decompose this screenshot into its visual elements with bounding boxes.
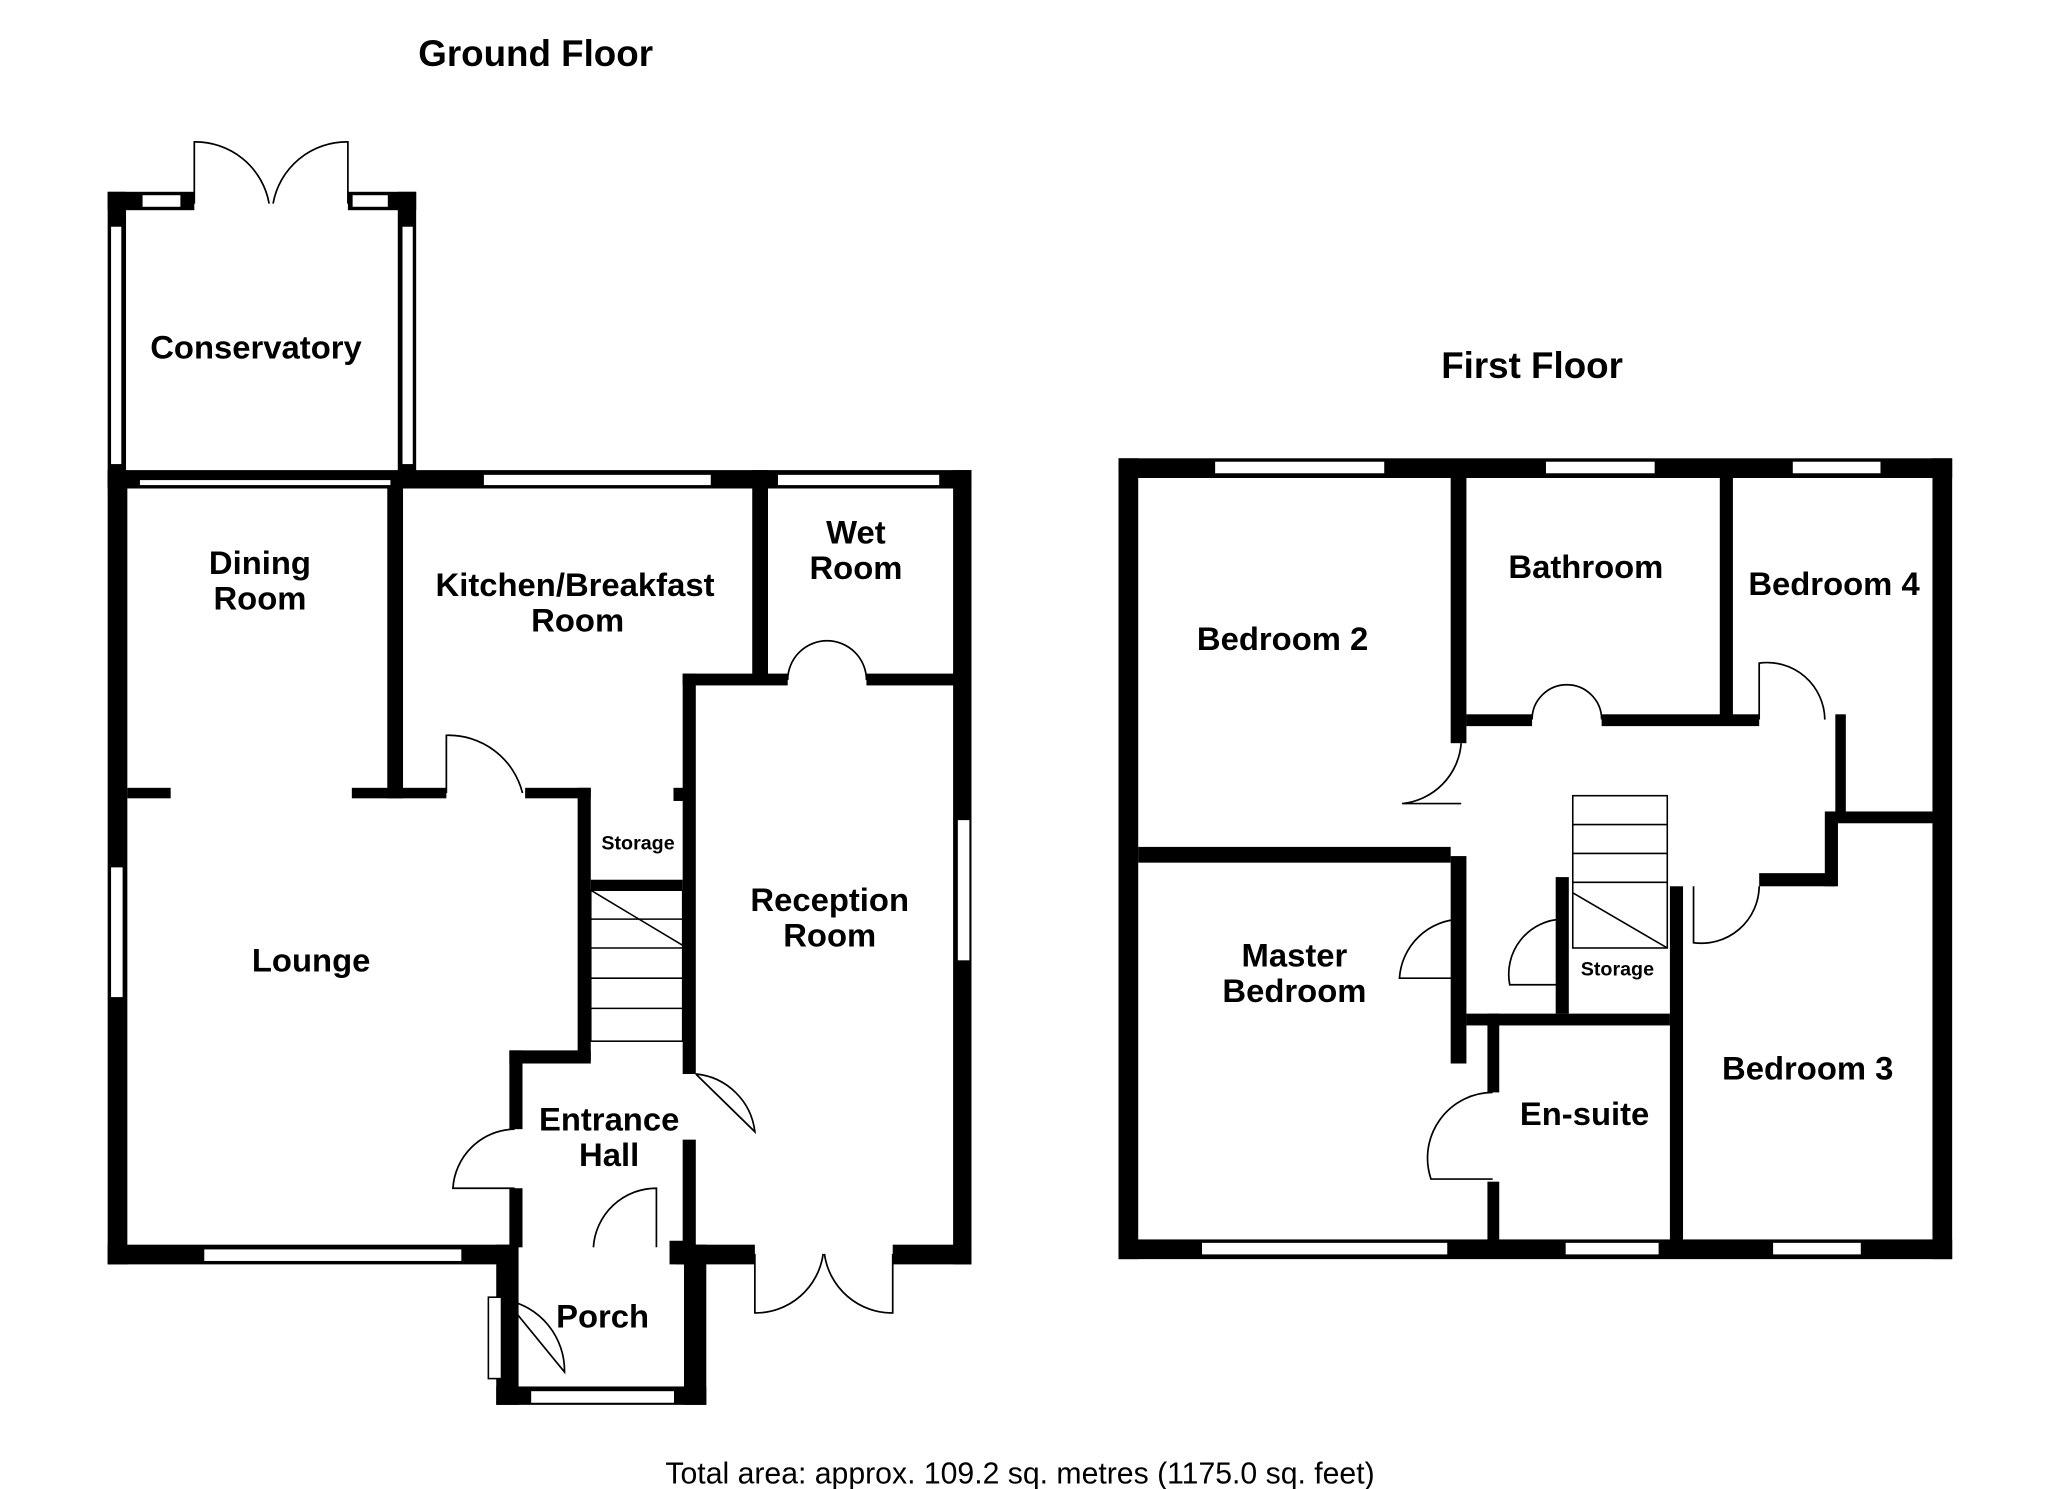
room-label-bedroom-4: Bedroom 4 <box>1748 565 1920 602</box>
room-label-porch: Porch <box>556 1297 649 1334</box>
ground-floor-windows <box>109 193 971 1405</box>
room-label-lounge: Lounge <box>252 942 370 979</box>
room-label-storage-first: Storage <box>1581 959 1654 981</box>
room-label-reception-2: Room <box>783 917 876 954</box>
room-label-kitchen-1: Kitchen/Breakfast <box>436 566 715 603</box>
first-floor-walls <box>1118 458 1953 1260</box>
room-label-master-1: Master <box>1242 936 1348 973</box>
room-label-ensuite: En-suite <box>1520 1095 1649 1132</box>
first-floor-stairs <box>1571 794 1669 949</box>
first-floor-windows <box>1200 460 1883 1256</box>
room-label-bedroom-3: Bedroom 3 <box>1722 1049 1893 1086</box>
first-floor-title: First Floor <box>1441 345 1623 386</box>
room-label-entrance-1: Entrance <box>539 1100 679 1137</box>
room-label-wet-1: Wet <box>826 514 886 551</box>
ground-floor-doors <box>193 141 894 1375</box>
first-floor-doors <box>1398 661 1826 1180</box>
room-label-conservatory: Conservatory <box>150 329 362 366</box>
ground-floor-title: Ground Floor <box>418 33 653 74</box>
room-label-storage-ground: Storage <box>601 833 674 855</box>
room-label-entrance-2: Hall <box>579 1136 639 1173</box>
ground-floor-stairs <box>589 889 684 1042</box>
room-label-bathroom: Bathroom <box>1508 548 1663 585</box>
room-label-wet-2: Room <box>809 549 902 586</box>
room-label-master-2: Bedroom <box>1222 972 1366 1009</box>
room-label-dining-2: Room <box>213 579 306 616</box>
room-label-dining-1: Dining <box>209 544 311 581</box>
room-label-kitchen-2: Room <box>531 602 624 639</box>
total-area-footer: Total area: approx. 109.2 sq. metres (11… <box>665 1458 1374 1489</box>
room-label-reception-1: Reception <box>750 881 909 918</box>
ground-floor-walls <box>107 191 972 1405</box>
room-label-bedroom-2: Bedroom 2 <box>1197 620 1368 657</box>
